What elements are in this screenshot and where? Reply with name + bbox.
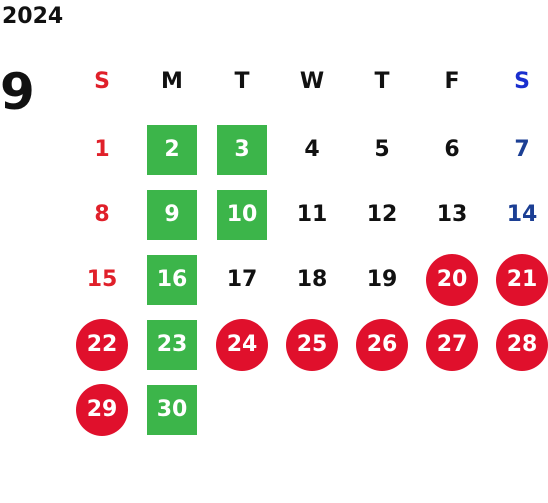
day-number: 17 — [226, 267, 258, 292]
day-number: 4 — [304, 137, 320, 162]
day-number: 2 — [147, 124, 197, 175]
day-number: 16 — [147, 254, 197, 305]
day-number: 22 — [76, 318, 128, 371]
day-number: 5 — [374, 137, 390, 162]
day-number: 11 — [296, 202, 328, 227]
day-cell[interactable]: 20 — [417, 247, 487, 312]
weekday-header: S M T W T F S — [67, 64, 547, 100]
day-number: 20 — [426, 253, 478, 306]
day-cell[interactable]: 16 — [137, 247, 207, 312]
day-cell[interactable]: 11 — [277, 182, 347, 247]
day-cell[interactable]: 22 — [67, 312, 137, 377]
day-cell[interactable]: 27 — [417, 312, 487, 377]
day-cell[interactable]: 1 — [67, 117, 137, 182]
weekday-wednesday: W — [299, 69, 325, 94]
day-number: 10 — [217, 189, 267, 240]
day-cell[interactable]: 25 — [277, 312, 347, 377]
day-cell[interactable]: 21 — [487, 247, 548, 312]
day-number: 30 — [147, 384, 197, 435]
day-number: 24 — [216, 318, 268, 371]
day-cell[interactable]: 8 — [67, 182, 137, 247]
weekday-saturday: S — [514, 69, 530, 94]
day-cell[interactable]: 7 — [487, 117, 548, 182]
day-cell[interactable]: 30 — [137, 377, 207, 442]
day-number: 7 — [514, 137, 530, 162]
day-cell[interactable]: 14 — [487, 182, 548, 247]
weekday-tuesday: T — [234, 69, 250, 94]
day-number: 27 — [426, 318, 478, 371]
day-number: 14 — [506, 202, 538, 227]
day-cell[interactable]: 18 — [277, 247, 347, 312]
day-cell[interactable]: 5 — [347, 117, 417, 182]
day-number: 1 — [94, 137, 110, 162]
day-number: 19 — [366, 267, 398, 292]
day-cell[interactable]: 12 — [347, 182, 417, 247]
day-number: 9 — [147, 189, 197, 240]
day-cell[interactable]: 9 — [137, 182, 207, 247]
day-cell[interactable]: 19 — [347, 247, 417, 312]
weekday-friday: F — [444, 69, 460, 94]
day-number: 21 — [496, 253, 548, 306]
day-cell[interactable]: 17 — [207, 247, 277, 312]
day-cell[interactable]: 2 — [137, 117, 207, 182]
day-cell[interactable]: 3 — [207, 117, 277, 182]
day-cell[interactable]: 4 — [277, 117, 347, 182]
day-number: 13 — [436, 202, 468, 227]
day-cell[interactable]: 29 — [67, 377, 137, 442]
weekday-monday: M — [161, 69, 183, 94]
day-number: 23 — [147, 319, 197, 370]
day-cell[interactable]: 23 — [137, 312, 207, 377]
day-number: 28 — [496, 318, 548, 371]
day-number: 6 — [444, 137, 460, 162]
day-cell[interactable]: 10 — [207, 182, 277, 247]
day-cell[interactable]: 6 — [417, 117, 487, 182]
day-cell[interactable]: 26 — [347, 312, 417, 377]
day-number: 8 — [94, 202, 110, 227]
day-number: 26 — [356, 318, 408, 371]
month-label: 9 — [0, 63, 35, 121]
day-cell[interactable]: 13 — [417, 182, 487, 247]
weekday-sunday: S — [94, 69, 110, 94]
day-number: 3 — [217, 124, 267, 175]
day-cell[interactable]: 24 — [207, 312, 277, 377]
day-number: 18 — [296, 267, 328, 292]
day-number: 15 — [86, 267, 118, 292]
weekday-thursday: T — [374, 69, 390, 94]
day-cell[interactable]: 28 — [487, 312, 548, 377]
day-number: 29 — [76, 383, 128, 436]
year-label: 2024 — [2, 4, 64, 29]
day-number: 25 — [286, 318, 338, 371]
day-cell[interactable]: 15 — [67, 247, 137, 312]
day-number: 12 — [366, 202, 398, 227]
